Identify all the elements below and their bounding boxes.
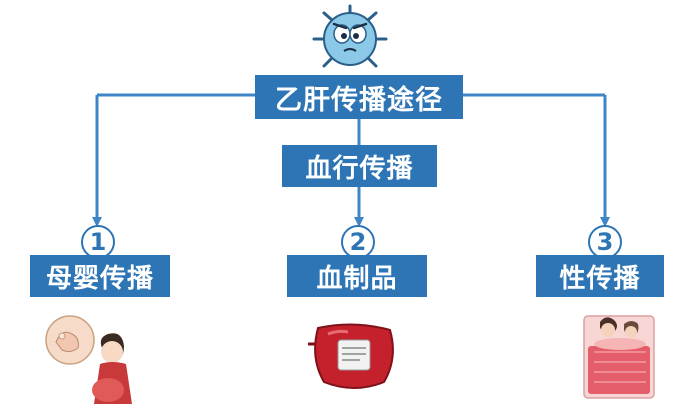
mother-infant-icon (45, 315, 132, 404)
route-box-1: 母婴传播 (30, 255, 170, 297)
route-box-3: 性传播 (536, 255, 664, 297)
middle-label: 血行传播 (305, 153, 414, 184)
route-number-2: 2 (341, 225, 375, 259)
blood-bag-icon (308, 323, 394, 389)
middle-box: 血行传播 (282, 145, 437, 187)
couple-bed-icon (583, 315, 655, 399)
route-label-2: 血制品 (316, 263, 398, 294)
route-number-3: 3 (588, 225, 622, 259)
route-label-1: 母婴传播 (45, 263, 154, 294)
route-label-3: 性传播 (559, 263, 641, 294)
route-number-1: 1 (81, 225, 115, 259)
root-label: 乙肝传播途径 (275, 84, 443, 116)
root-box: 乙肝传播途径 (255, 75, 463, 119)
virus-mascot-icon (312, 4, 388, 68)
route-box-2: 血制品 (287, 255, 427, 297)
